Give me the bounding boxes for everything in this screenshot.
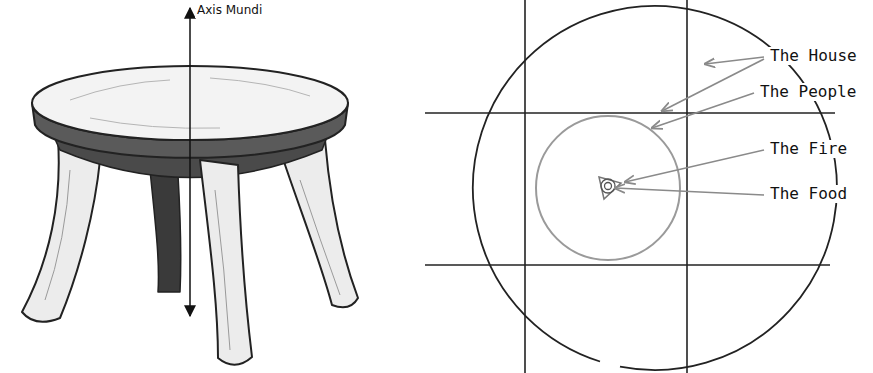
stool-leg [22,140,100,322]
frame-line [425,112,835,114]
food-ring [605,183,612,190]
frame-line [425,264,830,266]
callout-label: The People [758,83,858,101]
stool-leg [200,160,252,365]
axis-arrow [189,8,191,316]
axis-label: Axis Mundi [195,4,264,18]
leader-line [662,59,764,111]
stool-leg [280,140,358,307]
callout-label: The Fire [768,140,849,158]
stool-leg [150,170,181,292]
shading-stroke [45,170,340,350]
callout-label: The Food [768,185,849,203]
food-ring [601,179,615,193]
leader-line [615,188,764,195]
frame-line [686,0,688,373]
callout-label: The House [768,47,859,65]
people-circle [536,116,680,260]
leader-line [652,93,754,128]
leader-lines [615,57,764,195]
leader-line [625,150,764,182]
